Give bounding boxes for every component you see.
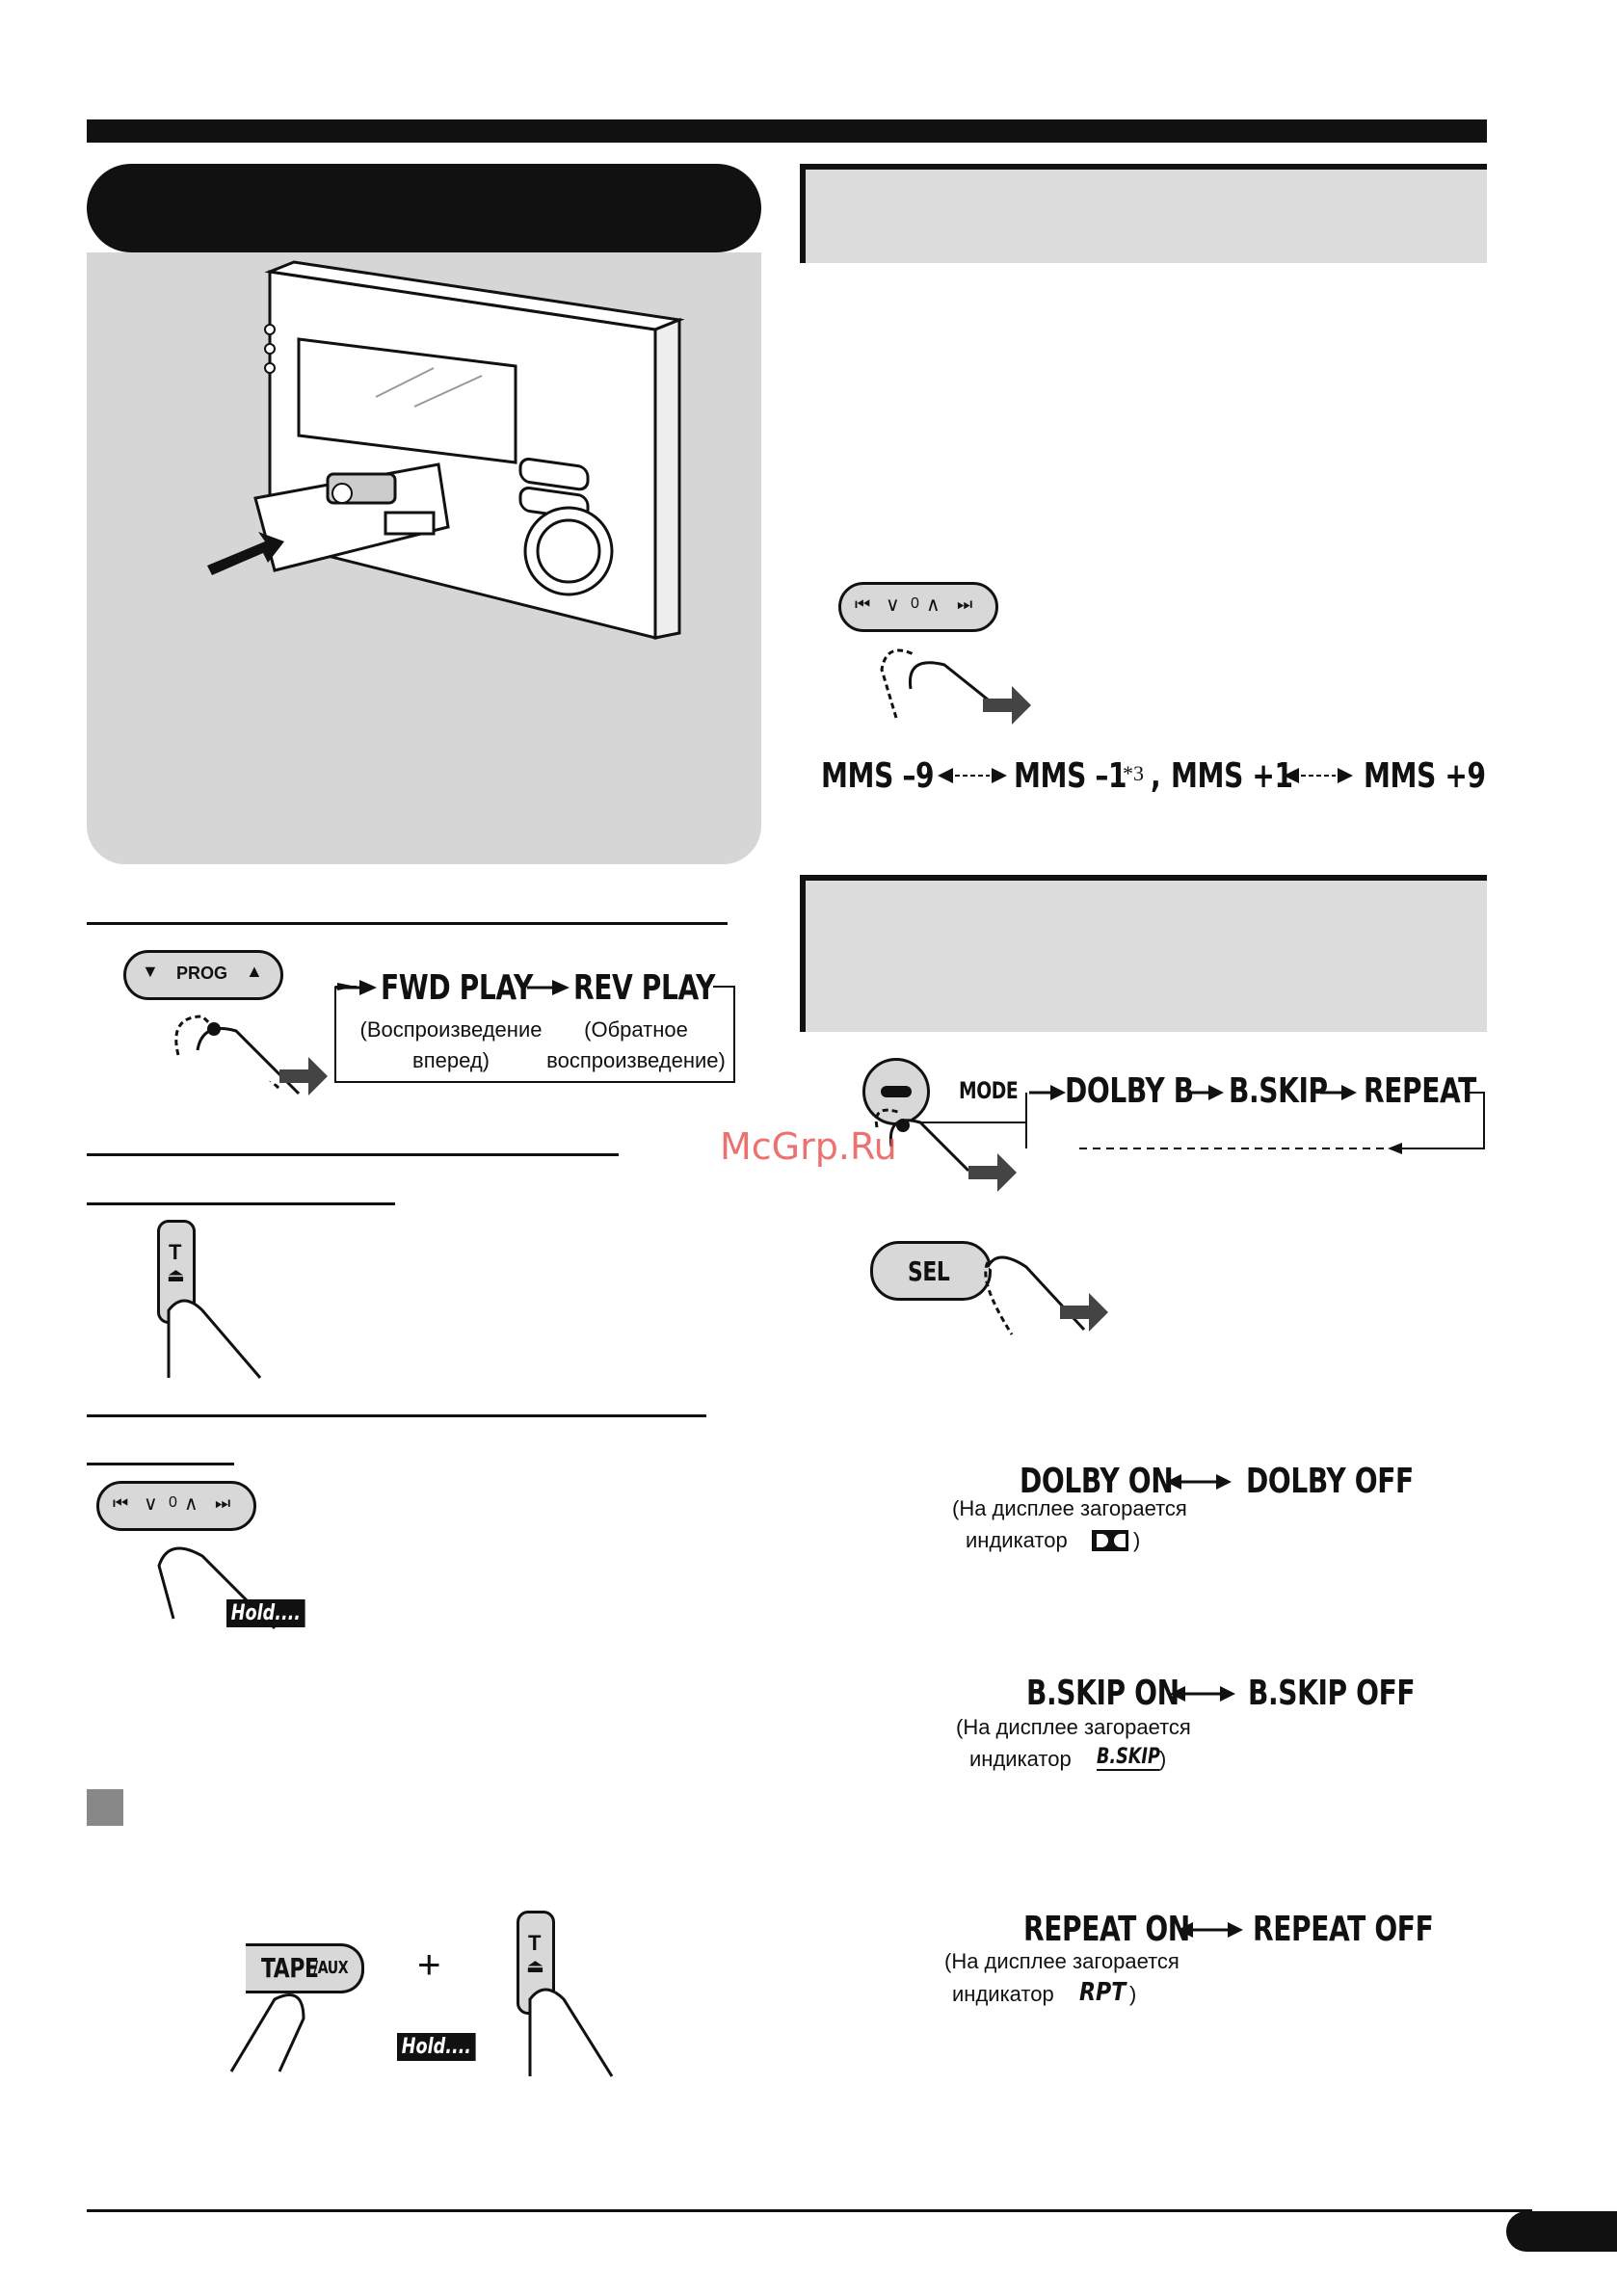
mode-flow-loop [906,1092,1485,1154]
page-number-tab [1506,2211,1617,2252]
section-rule-eject-1 [87,1153,619,1156]
eject-icon: ⏏ [526,1956,544,1977]
bskip-note-line-2: индикатор [969,1747,1072,1771]
bskip-off-label: B.SKIP OFF [1248,1674,1416,1713]
down-chevron-icon: ∨ [886,594,900,616]
minus-icon [881,1086,912,1097]
mode-item-bskip: B.SKIP [1229,1071,1328,1111]
up-chevron-icon: ∧ [184,1493,199,1515]
arrow-icon [527,980,570,995]
mode-item-repeat: REPEAT [1364,1071,1476,1111]
up-triangle-icon: ▲ [246,962,263,981]
prog-label: PROG [176,963,228,983]
double-arrow-icon [1178,1922,1243,1938]
arrow-icon [334,980,377,995]
car-stereo-illustration [207,260,685,640]
arrow-icon [1029,1085,1066,1100]
hold-badge-combo: Hold.... [397,2033,476,2061]
plus-sign: + [417,1941,441,1987]
double-arrow-icon [1284,768,1353,783]
bskip-note-line-1: (На дисплее загорается [956,1715,1191,1739]
finger-press-tape-aux [229,1993,305,2072]
finger-press-mode [874,1108,1017,1192]
bskip-indicator-icon: B.SKIP [1097,1745,1160,1771]
section-rule-prog [87,922,728,925]
hold-badge: Hold.... [226,1599,305,1627]
arrow-icon [1187,1085,1224,1100]
aux-label: /AUX [313,1958,349,1978]
finger-press-eject [167,1299,262,1379]
mode-item-dolby-b: DOLBY B [1065,1071,1194,1111]
repeat-note-line-2: индикатор [952,1982,1054,2006]
mms-minus-9: MMS –9 [821,756,935,796]
eject-button-combo-label: T [528,1931,542,1955]
dolby-indicator-icon: DD [1092,1530,1128,1551]
mms-minus-1: MMS –1 [1014,756,1127,796]
cassette-illustration-panel [87,252,761,864]
dolby-note-line-2: индикатор [966,1528,1068,1552]
tape-label: TAPE [261,1952,319,1984]
up-chevron-icon: ∧ [926,594,941,616]
skip-back-icon: ⏮ [855,594,871,614]
bskip-on-label: B.SKIP ON [1026,1674,1180,1713]
eject-button-label: T [169,1240,182,1264]
sel-button[interactable]: SEL [870,1241,992,1301]
repeat-on-label: REPEAT ON [1023,1910,1190,1949]
mms-plus-1: MMS +1 [1171,756,1293,796]
dolby-note-end: ) [1133,1528,1141,1552]
dolby-off-label: DOLBY OFF [1246,1462,1414,1501]
rev-play-note: (Обратное воспроизведение) [546,1017,726,1072]
dolby-on-label: DOLBY ON [1020,1462,1174,1501]
down-triangle-icon: ▼ [142,962,159,981]
mms-skip-button[interactable]: ⏮ ∨ 0 ∧ ⏭ [838,582,998,632]
section-rule-ffrew-1 [87,1414,706,1417]
rev-play-label: REV PLAY [573,968,716,1008]
down-chevron-icon: ∨ [144,1493,158,1515]
finger-press-sel [984,1255,1108,1335]
eject-icon: ⏏ [167,1265,185,1286]
dolby-note-line-1: (На дисплее загорается [952,1496,1187,1520]
section-rule-ffrew-2 [87,1463,234,1465]
mms-button-center: 0 [911,595,919,612]
finger-press-prog [174,1015,328,1095]
double-arrow-icon [938,768,1007,783]
section-rule-eject-2 [87,1202,395,1205]
sel-label: SEL [908,1255,950,1287]
right-header-1 [800,164,1487,263]
repeat-off-label: REPEAT OFF [1253,1910,1434,1949]
repeat-note-line-1: (На дисплее загорается [944,1949,1180,1973]
section-marker-square [87,1789,123,1826]
skip-button-center: 0 [169,1494,177,1511]
mms-footnote: *3 [1123,761,1144,785]
fwd-play-note: (Воспроизведение вперед) [359,1017,543,1072]
left-title-bar [87,164,761,252]
right-header-2 [800,875,1487,1032]
skip-forward-icon: ⏭ [957,594,973,614]
skip-back-icon: ⏮ [113,1493,129,1513]
watermark: McGrp.Ru [720,1125,897,1168]
finger-press-eject-combo [528,1988,614,2077]
bskip-note-end: ) [1159,1747,1167,1771]
tape-aux-button[interactable]: TAPE /AUX [246,1943,364,1993]
prog-button[interactable]: ▼ PROG ▲ [123,950,283,1000]
mms-comma: , [1151,756,1161,796]
fwd-play-label: FWD PLAY [381,968,533,1008]
double-arrow-icon [1170,1686,1235,1702]
top-bar [87,119,1487,143]
double-arrow-icon [1166,1474,1232,1490]
repeat-note-end: ) [1129,1982,1137,2006]
mode-label: MODE [959,1077,1019,1104]
skip-forward-icon: ⏭ [215,1493,231,1513]
bottom-rule [87,2209,1532,2212]
finger-press-mms [880,648,1031,725]
mms-plus-9: MMS +9 [1364,756,1486,796]
arrow-icon [1320,1085,1357,1100]
skip-button[interactable]: ⏮ ∨ 0 ∧ ⏭ [96,1481,256,1531]
repeat-indicator-icon: RPT [1079,1978,1127,2007]
